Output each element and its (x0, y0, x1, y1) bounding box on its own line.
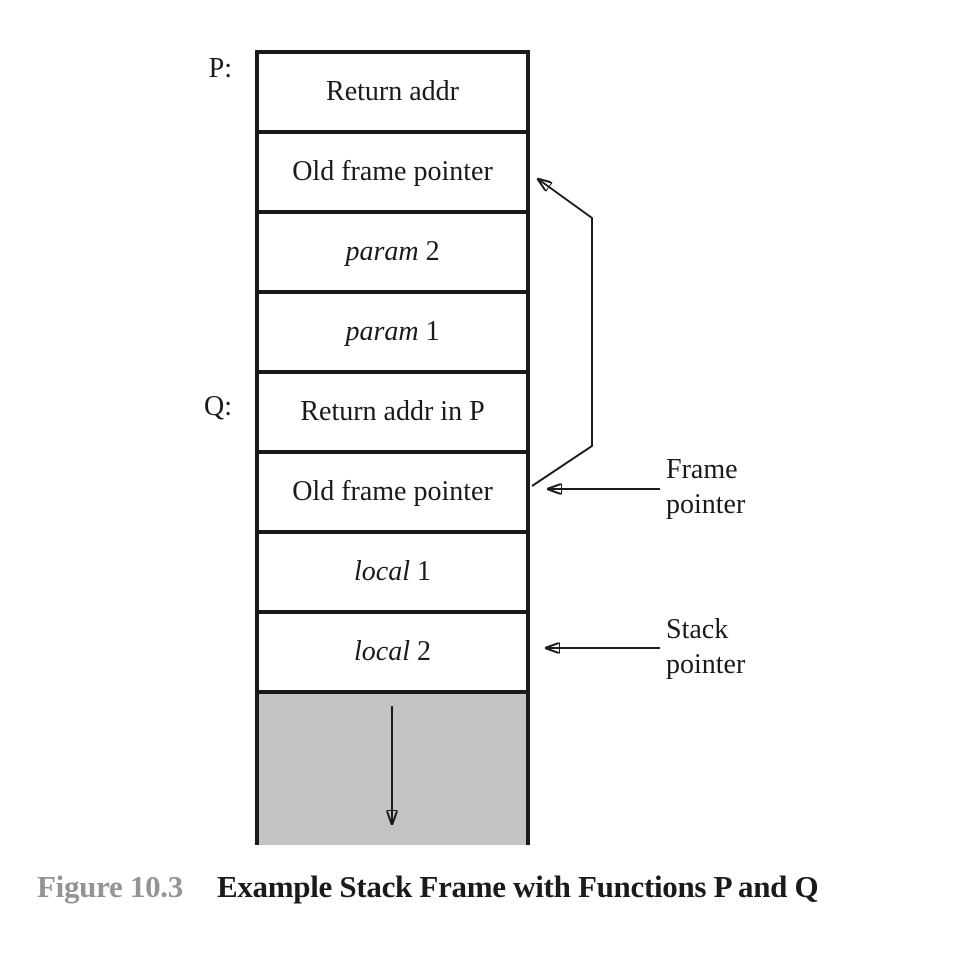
cell-label: Return addr (326, 76, 459, 107)
cell-text: param 1 (345, 318, 439, 346)
figure-title: Example Stack Frame with Functions P and… (216, 869, 819, 904)
cell-italic: param (345, 236, 419, 267)
old-frame-pointer-link-arrow (531, 179, 593, 487)
frame-pointer-label-line1: Frame (666, 454, 738, 485)
cell-italic: param (345, 316, 419, 347)
frame-pointer-label: Frame pointer (666, 452, 745, 522)
stack-pointer-label: Stack pointer (666, 612, 745, 682)
cell-label: Old frame pointer (292, 476, 493, 507)
cell-text: local 1 (354, 558, 431, 586)
cell-italic: local (354, 556, 410, 587)
unallocated-region (255, 690, 530, 845)
cell-text: Return addr (326, 78, 459, 106)
stack-cell-return-addr: Return addr (255, 50, 530, 134)
function-label-p: P: (208, 53, 232, 84)
cell-text: param 2 (345, 238, 439, 266)
figure-number: Figure 10.3 (37, 869, 183, 904)
stack-cell-local-1: local 1 (255, 530, 530, 614)
cell-label: 2 (410, 636, 431, 667)
function-label-q: Q: (204, 391, 232, 422)
cell-text: local 2 (354, 638, 431, 666)
stack-cell-param-1: param 1 (255, 290, 530, 374)
stack-cell-return-addr-in-p: Return addr in P (255, 370, 530, 454)
figure-caption: Figure 10.3 Example Stack Frame with Func… (37, 866, 819, 908)
cell-text: Old frame pointer (292, 478, 493, 506)
stack-cell-local-2: local 2 (255, 610, 530, 694)
stack-cell-old-frame-pointer-p: Old frame pointer (255, 130, 530, 214)
cell-label: 1 (418, 316, 440, 347)
stack-cell-param-2: param 2 (255, 210, 530, 294)
frame-pointer-label-line2: pointer (666, 489, 746, 520)
stack-pointer-label-line1: Stack (666, 614, 729, 645)
cell-italic: local (354, 636, 410, 667)
stack-cell-old-frame-pointer-q: Old frame pointer (255, 450, 530, 534)
cell-label: Old frame pointer (292, 156, 493, 187)
cell-label: 1 (410, 556, 431, 587)
cell-label: 2 (418, 236, 440, 267)
cell-text: Old frame pointer (292, 158, 493, 186)
cell-text: Return addr in P (300, 398, 484, 426)
cell-label: Return addr in P (300, 396, 485, 427)
stack-pointer-label-line2: pointer (666, 649, 746, 680)
